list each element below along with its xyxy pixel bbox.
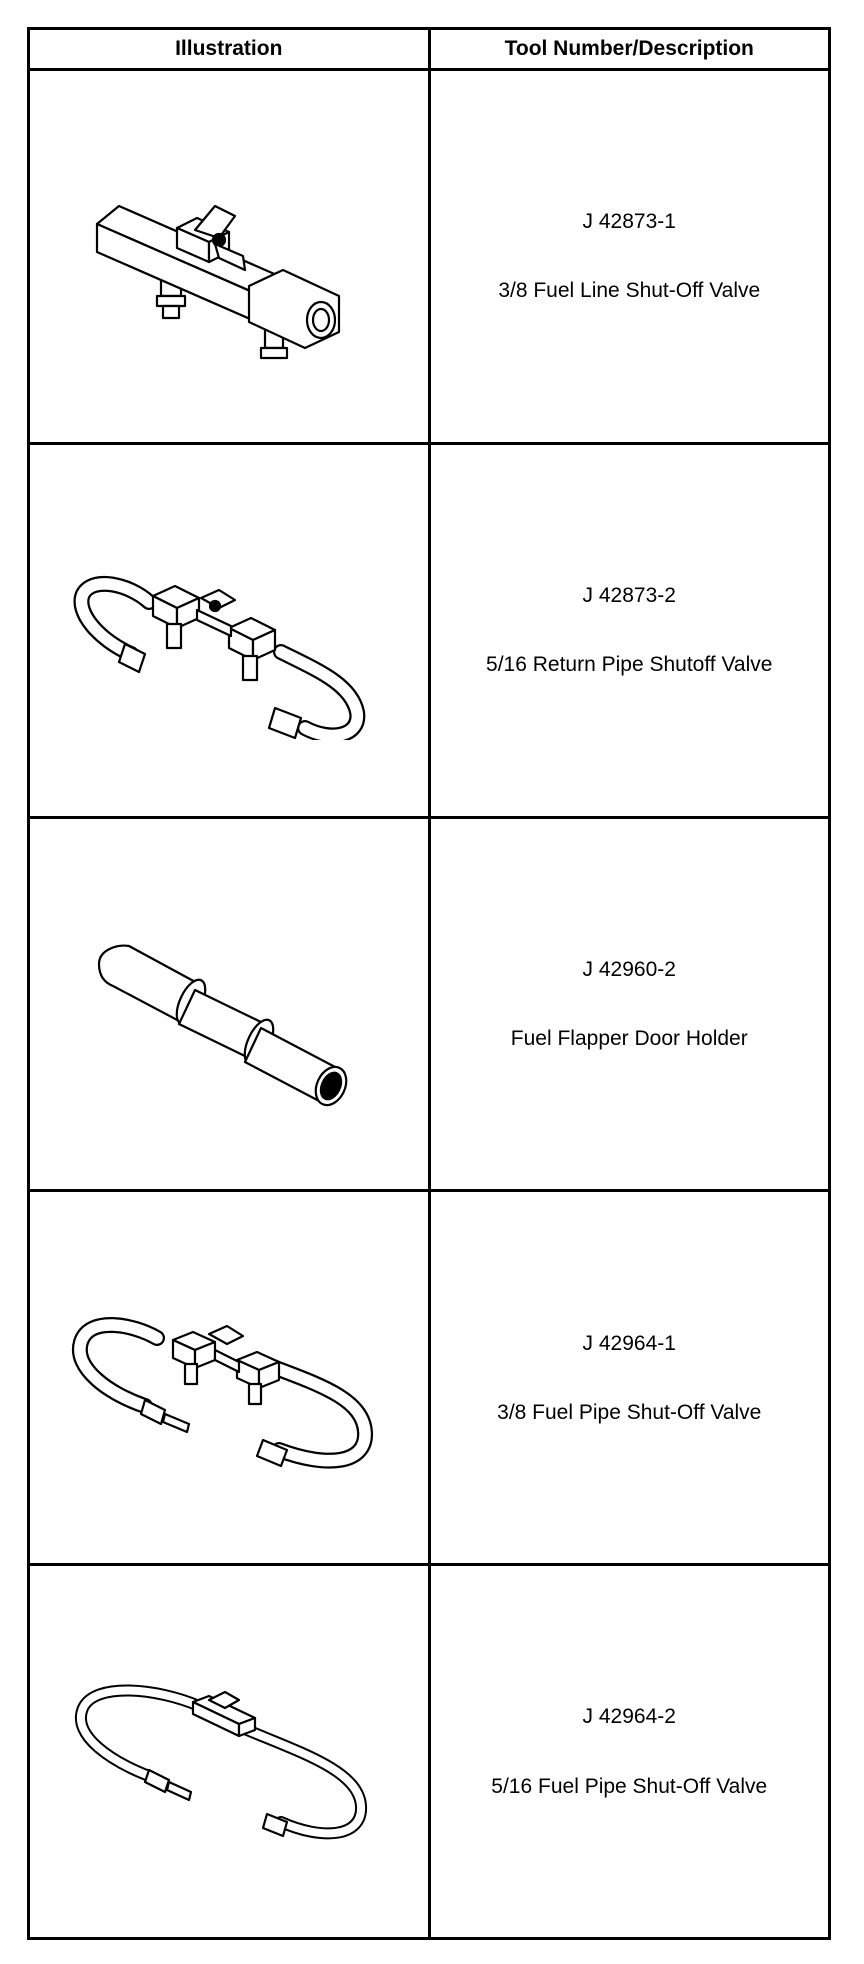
- table-row: J 42873-2 5/16 Return Pipe Shutoff Valve: [27, 441, 831, 819]
- tools-table: Illustration Tool Number/Description: [27, 27, 831, 1940]
- illustration-cell: [27, 1563, 431, 1940]
- table-row: J 42964-2 5/16 Fuel Pipe Shut-Off Valve: [27, 1563, 831, 1940]
- tool-description: 3/8 Fuel Pipe Shut-Off Valve: [497, 1400, 762, 1424]
- tool-description-cell: J 42964-2 5/16 Fuel Pipe Shut-Off Valve: [427, 1563, 831, 1940]
- return-pipe-hose-valve-icon: [73, 576, 365, 741]
- tool-description: Fuel Flapper Door Holder: [510, 1026, 748, 1050]
- tool-number: J 42873-1: [582, 210, 676, 234]
- illustration-cell: [27, 441, 431, 819]
- fuel-pipe-hose-valve-small-icon: [74, 1684, 367, 1839]
- table-row: J 42964-1 3/8 Fuel Pipe Shut-Off Valve: [27, 1189, 831, 1567]
- tool-description: 5/16 Return Pipe Shutoff Valve: [486, 653, 773, 677]
- header-row: Illustration Tool Number/Description: [27, 27, 831, 71]
- table-row: J 42960-2 Fuel Flapper Door Holder: [27, 815, 831, 1193]
- tool-number: J 42873-2: [582, 584, 676, 607]
- tool-description-cell: J 42964-1 3/8 Fuel Pipe Shut-Off Valve: [427, 1189, 831, 1567]
- illustration-header: Illustration: [27, 27, 431, 71]
- illustration-cell: [27, 815, 431, 1193]
- fuel-pipe-hose-valve-icon: [71, 1316, 373, 1469]
- tool-description-header: Tool Number/Description: [427, 27, 831, 71]
- tool-number: J 42964-2: [582, 1705, 676, 1729]
- tool-description: 3/8 Fuel Line Shut-Off Valve: [498, 279, 761, 303]
- table-row: J 42873-1 3/8 Fuel Line Shut-Off Valve: [27, 68, 831, 445]
- tool-number: J 42960-2: [582, 957, 676, 981]
- flapper-door-holder-icon: [97, 944, 348, 1107]
- inline-shutoff-valve-icon: [95, 205, 340, 360]
- tool-description-cell: J 42873-1 3/8 Fuel Line Shut-Off Valve: [427, 68, 831, 445]
- illustration-cell: [27, 68, 431, 445]
- illustration-cell: [27, 1189, 431, 1567]
- tool-description-cell: J 42873-2 5/16 Return Pipe Shutoff Valve: [427, 441, 831, 819]
- tool-description-cell: J 42960-2 Fuel Flapper Door Holder: [427, 815, 831, 1193]
- tool-description: 5/16 Fuel Pipe Shut-Off Valve: [491, 1774, 768, 1798]
- tool-number: J 42964-1: [582, 1331, 676, 1355]
